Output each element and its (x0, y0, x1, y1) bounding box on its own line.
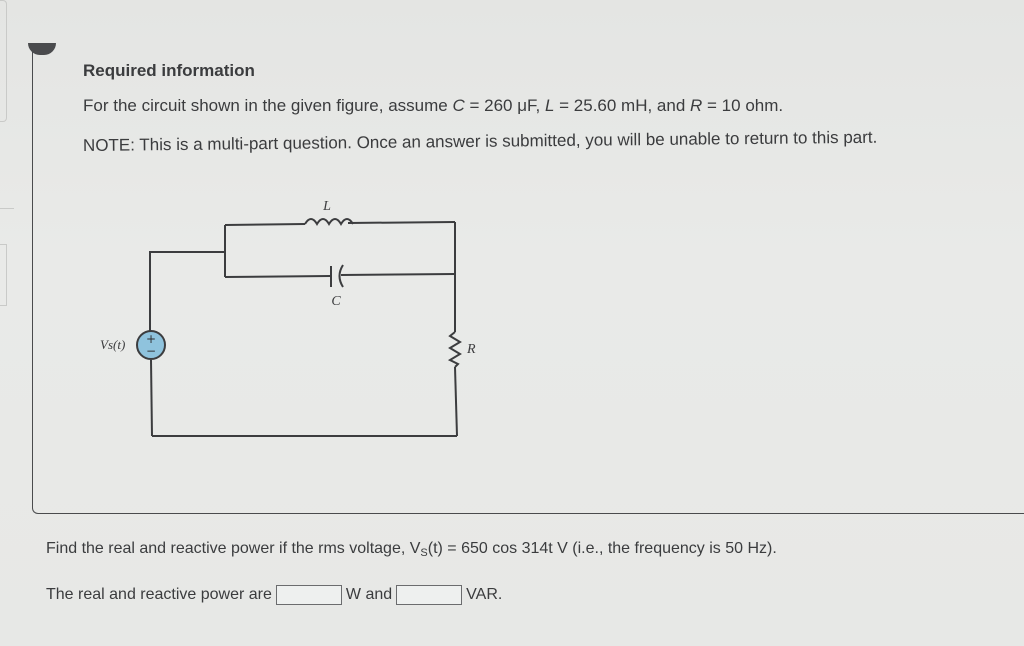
resistor-zigzag (447, 331, 462, 368)
voltage-source-icon (136, 330, 166, 360)
circuit-diagram: + − L C R Vs(t) (100, 199, 476, 437)
capacitor-plate-2 (338, 264, 344, 288)
source-minus-sign: − (146, 344, 156, 358)
wire-capacitor-left (224, 275, 331, 278)
source-label: Vs(t) (100, 337, 125, 352)
question-text: Find the real and reactive power if the … (46, 540, 777, 559)
source-plus-sign: + (146, 332, 156, 346)
unit-var-label: VAR. (466, 586, 503, 603)
required-info-heading: Required information (83, 61, 255, 80)
left-edge-panel (0, 0, 7, 122)
capacitor-label: C (331, 294, 341, 309)
wire-source-top (149, 251, 225, 332)
real-power-input[interactable] (275, 585, 342, 605)
resistor-label: R (466, 342, 476, 357)
wire-inductor-right (347, 221, 456, 224)
wire-inductor-left (224, 223, 306, 226)
answer-row: The real and reactive power are W and VA… (46, 585, 502, 605)
required-info-card (32, 45, 1024, 514)
bookmark-icon (28, 43, 56, 55)
answer-prompt: The real and reactive power are (46, 586, 272, 603)
unit-watts-label: W and (345, 586, 393, 603)
wire-source-bottom (150, 359, 153, 437)
left-edge-divider (0, 208, 14, 209)
inductor-label: L (322, 199, 331, 214)
inductor-coil (304, 218, 354, 226)
left-edge-box (0, 244, 7, 306)
reactive-power-input[interactable] (396, 585, 463, 605)
wire-capacitor-right (340, 273, 456, 276)
problem-statement: For the circuit shown in the given figur… (83, 96, 784, 115)
wire-right-bottom (454, 366, 458, 437)
